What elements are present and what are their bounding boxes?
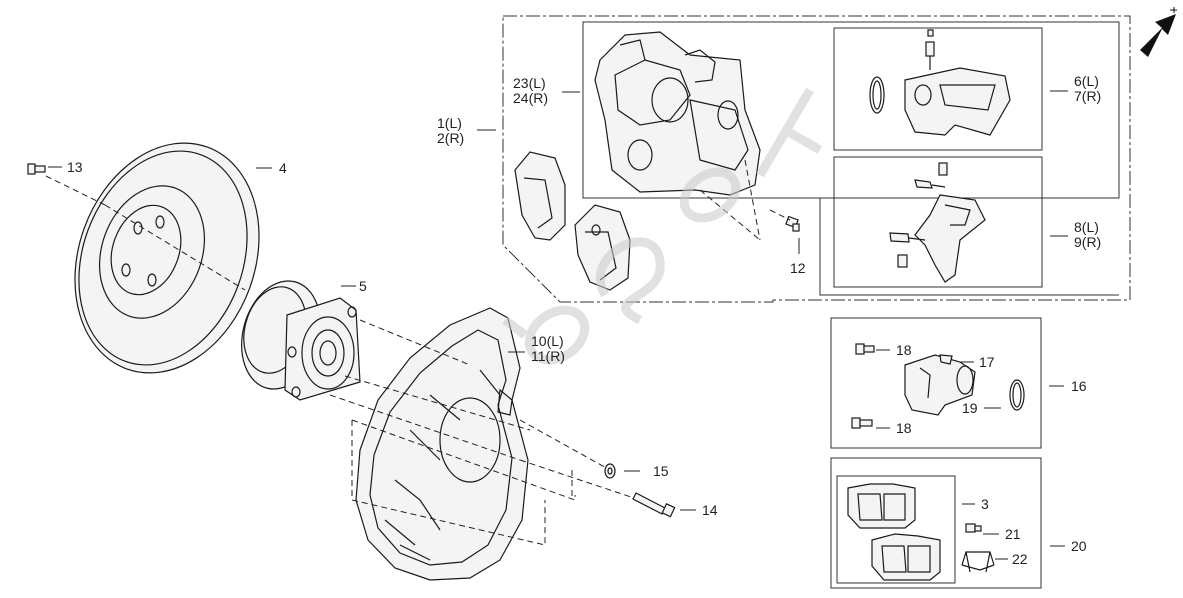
watermark-logo — [502, 87, 823, 365]
caliper-carrier — [889, 162, 986, 283]
bleeder-screw — [785, 215, 800, 232]
callout-7R: 7(R) — [1074, 88, 1101, 104]
callout-4: 4 — [279, 160, 287, 176]
callout-17: 17 — [979, 354, 995, 370]
callout-5: 5 — [359, 278, 367, 294]
callout-10L: 10(L) — [531, 333, 564, 349]
parking-brake-motor — [904, 354, 976, 416]
motor-screw-upper — [855, 343, 875, 355]
callout-1L: 1(L) — [437, 115, 462, 131]
caliper-piston-housing — [869, 29, 1011, 136]
callout-8L: 8(L) — [1074, 219, 1099, 235]
callout-19: 19 — [962, 400, 978, 416]
pad-kit-screw — [965, 523, 982, 533]
washer — [604, 463, 616, 479]
callout-13: 13 — [67, 159, 83, 175]
brake-caliper — [594, 31, 761, 196]
inner-brake-pad — [514, 151, 566, 241]
piston-housing-box — [833, 27, 1043, 151]
outer-brake-pad — [574, 204, 631, 291]
callout-12: 12 — [790, 260, 806, 276]
hub-bolt — [632, 492, 676, 518]
motor-screw-lower — [851, 417, 873, 429]
pad-set-box — [836, 475, 956, 584]
callout-16: 16 — [1071, 378, 1087, 394]
callout-18-lower: 18 — [896, 420, 912, 436]
pad-pair-upper — [847, 483, 916, 529]
callout-2R: 2(R) — [437, 130, 464, 146]
pad-retaining-spring — [961, 551, 995, 573]
pad-pair-lower — [871, 533, 941, 581]
carrier-box — [833, 156, 1043, 288]
callout-21: 21 — [1005, 526, 1021, 542]
callout-18-upper: 18 — [896, 342, 912, 358]
wheel-hub — [241, 280, 361, 401]
callout-23L: 23(L) — [513, 75, 546, 91]
dust-shield — [355, 307, 529, 581]
actuator-motor-box — [830, 317, 1042, 449]
pad-kit-box — [830, 457, 1042, 589]
callout-3: 3 — [981, 496, 989, 512]
disc-screw — [27, 163, 46, 175]
callout-9R: 9(R) — [1074, 234, 1101, 250]
caliper-assembly-box — [502, 15, 1131, 303]
motor-seal-ring — [1009, 379, 1025, 411]
callout-11R: 11(R) — [531, 348, 565, 364]
callout-6L: 6(L) — [1074, 73, 1099, 89]
front-direction-arrow-icon — [1140, 7, 1177, 57]
callout-24R: 24(R) — [513, 90, 548, 106]
callout-22: 22 — [1012, 551, 1028, 567]
carrier-connector-line — [583, 197, 1119, 296]
callout-14: 14 — [702, 502, 718, 518]
callout-15: 15 — [653, 463, 669, 479]
callout-20: 20 — [1071, 538, 1087, 554]
caliper-housing-box — [582, 21, 1120, 199]
